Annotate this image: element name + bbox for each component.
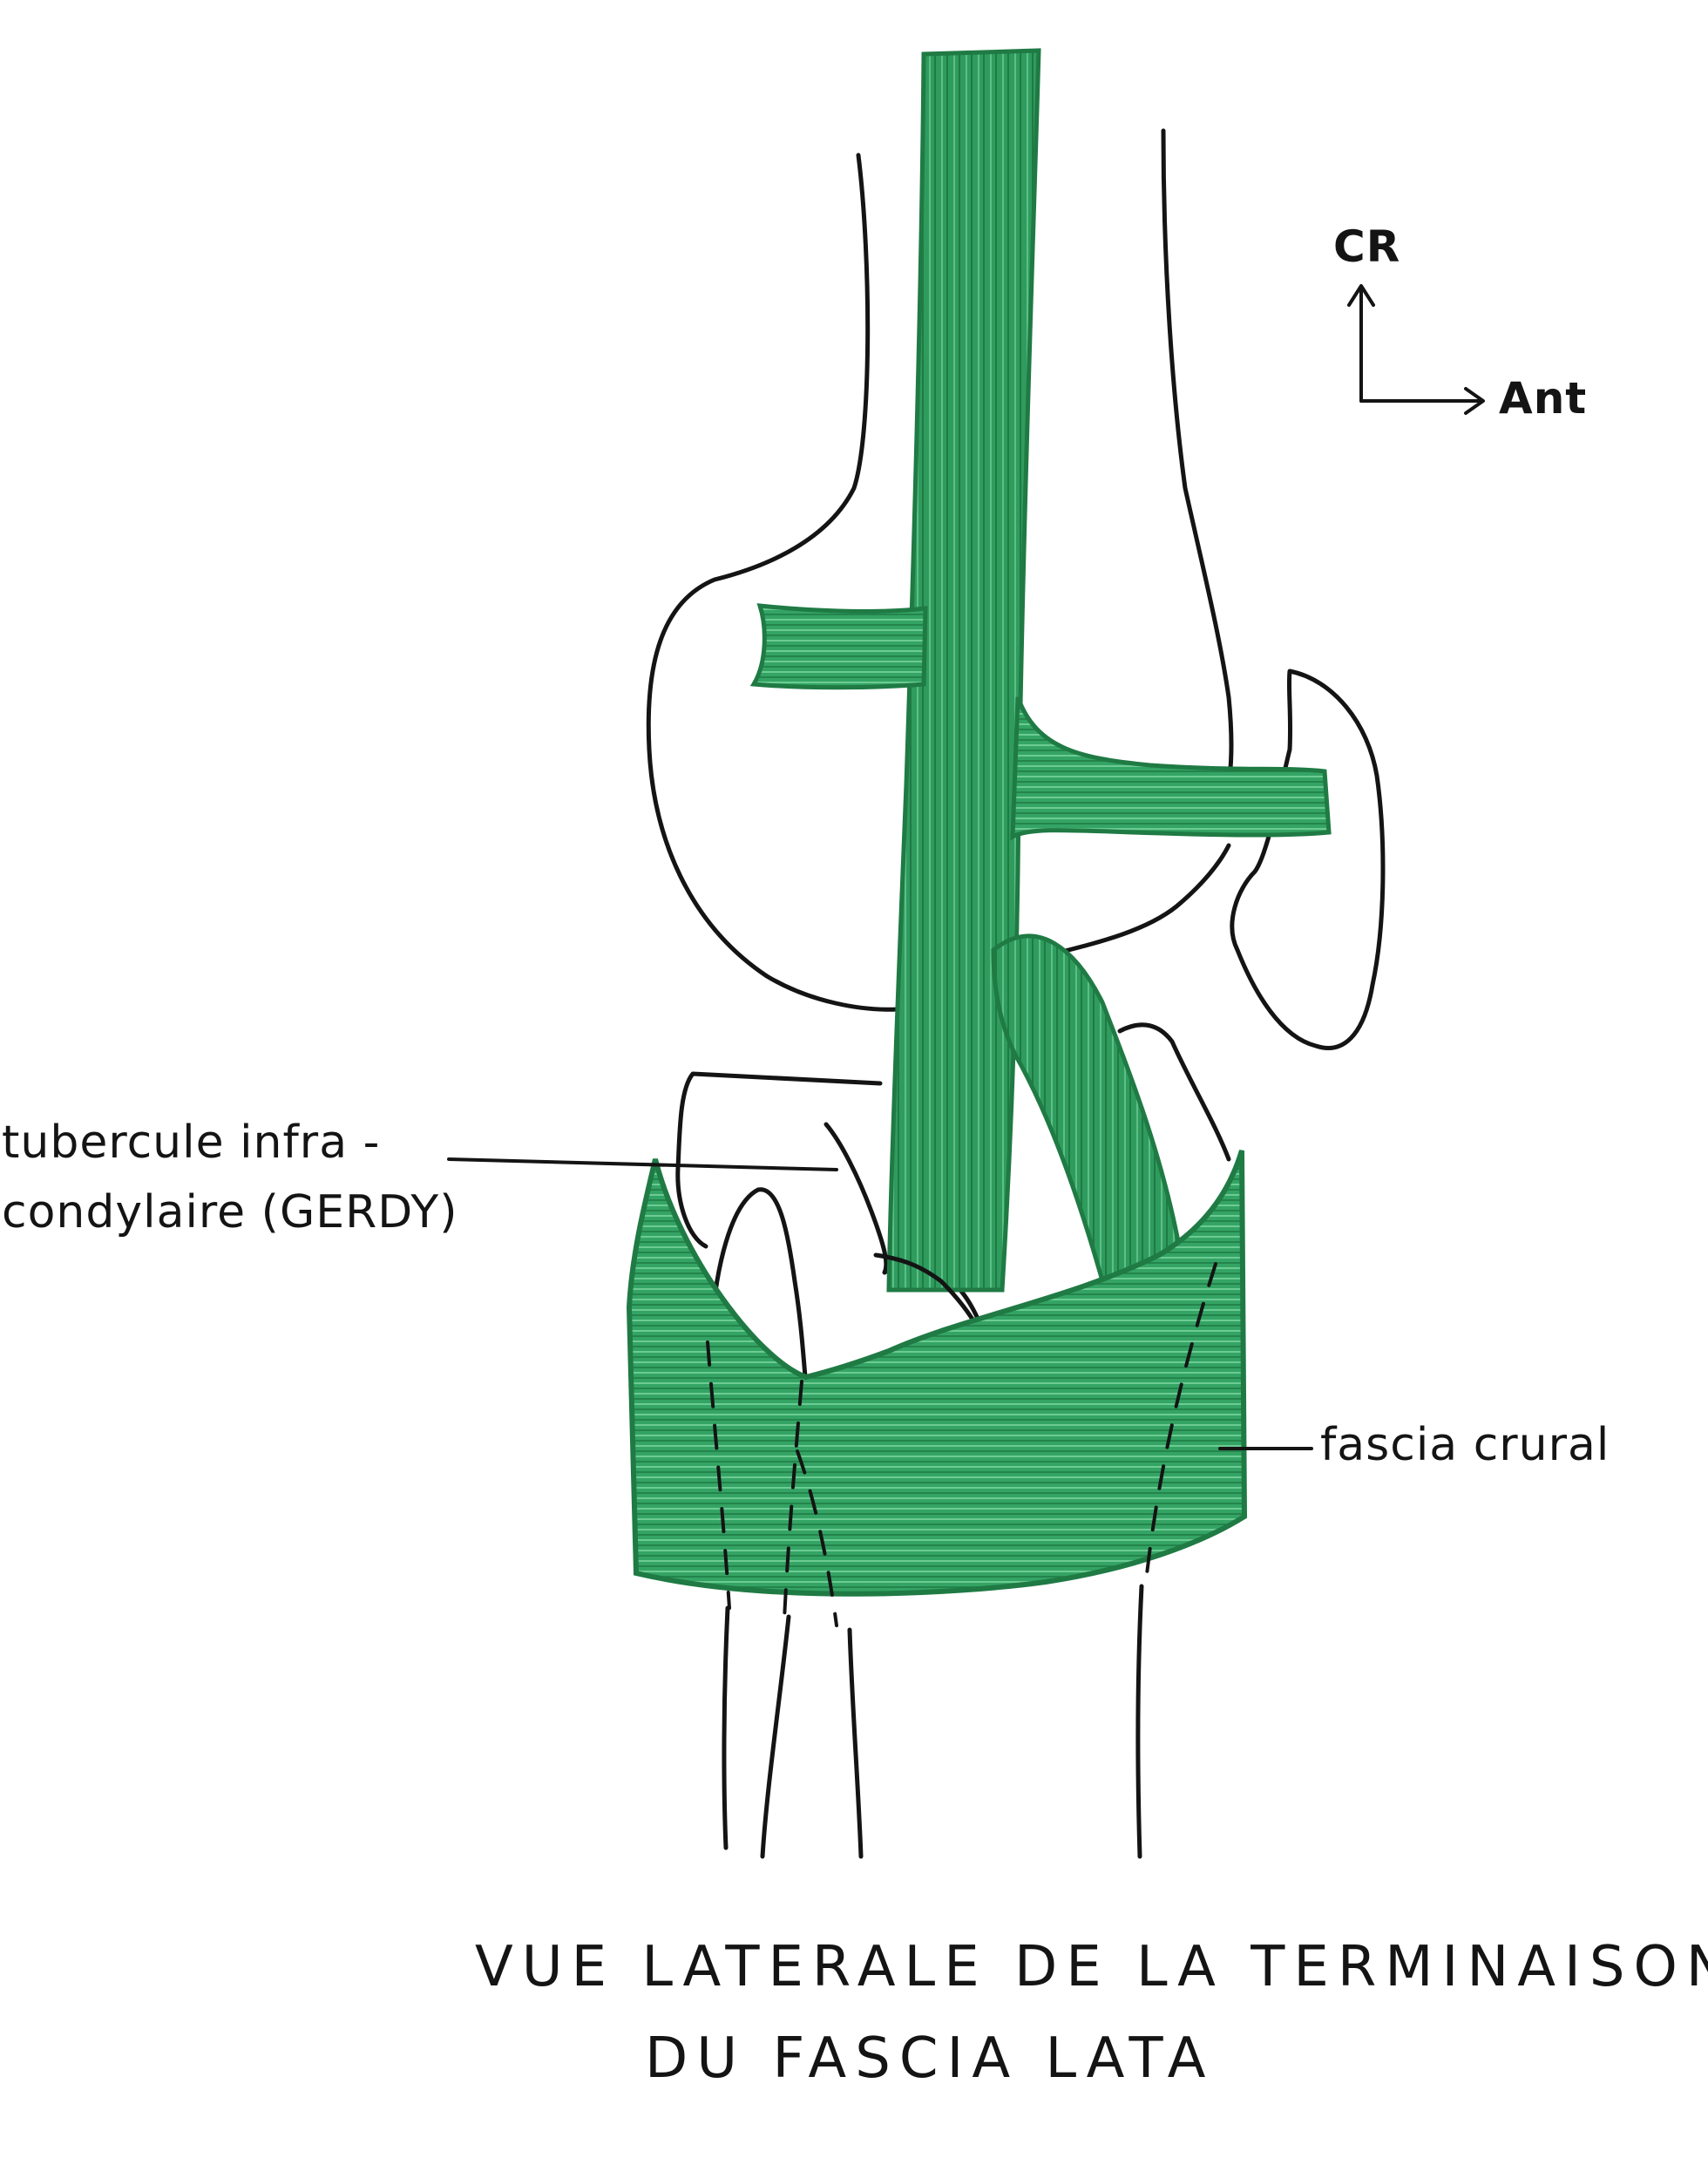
- fascia-cruris-band: [626, 1150, 1248, 1597]
- hidden-tibia-anterior-line: [1144, 1262, 1217, 1584]
- oblique-branch: [991, 933, 1183, 1293]
- tibia-anterior-top: [1117, 1022, 1231, 1162]
- tibia-shaft-anterior: [1135, 1584, 1144, 1859]
- gerdy-leader-line: [447, 1157, 838, 1171]
- title-line1: VUE LATERALE DE LA TERMINAISON: [475, 1935, 1708, 1999]
- gerdy-tubercle-outline: [824, 1122, 992, 1362]
- fibula-shaft-2: [760, 1614, 791, 1859]
- orientation-arrows: [1347, 284, 1485, 415]
- posterior-slip: [749, 603, 928, 690]
- iliopatellar-band: [1010, 696, 1332, 841]
- patella: [1230, 669, 1386, 1050]
- cranial-arrow: [1347, 284, 1375, 403]
- tibia-shaft-posterior: [847, 1627, 864, 1859]
- fibula-head: [708, 1187, 809, 1388]
- title-line2: DU FASCIA LATA: [645, 2026, 1215, 2091]
- fibula-shaft: [722, 1605, 730, 1850]
- gerdy-label-line1: tubercule infra -: [2, 1116, 381, 1169]
- gerdy-label-line2: condylaire (GERDY): [2, 1186, 458, 1239]
- femur-posterior-outline: [646, 153, 900, 1012]
- tibia-plateau: [675, 1071, 883, 1249]
- anterior-arrow: [1359, 387, 1485, 415]
- hidden-tibia-line: [796, 1449, 838, 1627]
- hidden-fibula-line-1: [706, 1340, 731, 1610]
- cranial-label: CR: [1333, 221, 1401, 272]
- femur-anterior-outline: [1161, 128, 1234, 822]
- anterior-label: Ant: [1499, 373, 1588, 424]
- fascia-cruris-label: fascia crural: [1320, 1419, 1610, 1471]
